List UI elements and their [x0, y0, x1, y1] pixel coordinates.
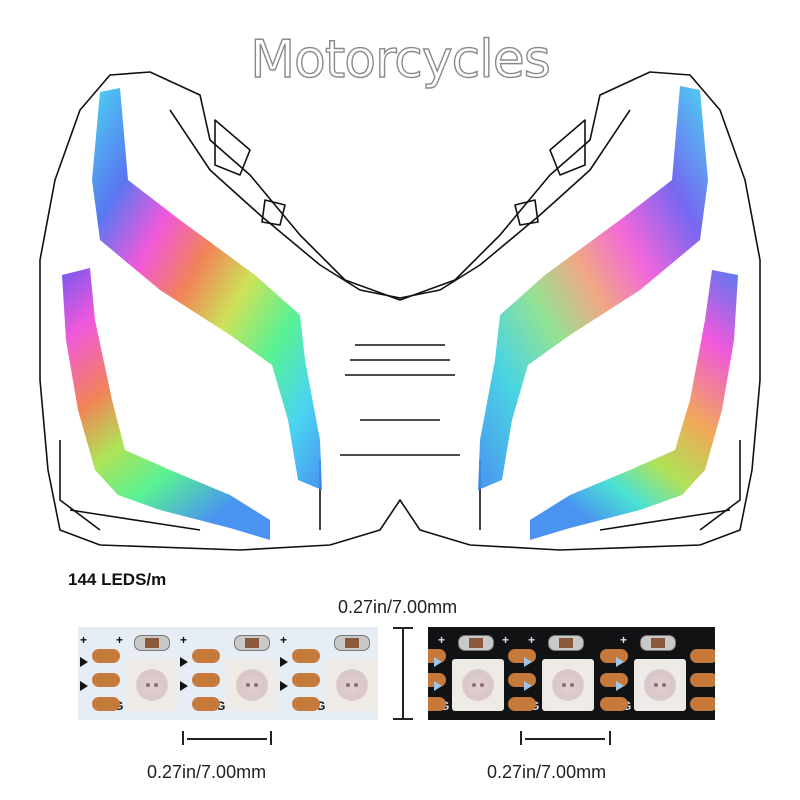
led-segment: + G	[600, 627, 700, 720]
led-chip-icon	[452, 659, 504, 711]
led-chip-icon	[126, 659, 178, 711]
dimension-line	[182, 731, 184, 745]
dimension-line	[520, 731, 522, 745]
motorcycle-fairing-illustration	[39, 71, 761, 551]
resistor-icon	[234, 635, 270, 651]
led-chip-icon	[226, 659, 278, 711]
dimension-line	[187, 738, 267, 740]
dimension-line	[402, 627, 404, 720]
led-density-label: 144 LEDS/m	[68, 570, 167, 589]
dimension-line	[525, 738, 605, 740]
resistor-icon	[548, 635, 584, 651]
white-led-strip: + + G + G + G	[78, 627, 378, 720]
led-chip-icon	[542, 659, 594, 711]
dimension-line	[609, 731, 611, 745]
white-strip-pitch-label: 0.27in/7.00mm	[147, 762, 267, 782]
led-segment: + G	[176, 627, 278, 720]
led-segment: + G	[276, 627, 378, 720]
led-chip-icon	[634, 659, 686, 711]
led-segment: + + G	[78, 627, 178, 720]
page-title: Motorcycles	[249, 29, 551, 90]
black-strip-pitch-label: 0.27in/7.00mm	[487, 762, 607, 782]
black-led-strip: + + G + G + G	[428, 627, 715, 720]
dimension-line	[270, 731, 272, 745]
strip-width-label: 0.27in/7.00mm	[338, 597, 458, 617]
led-segment: + G	[508, 627, 608, 720]
dimension-line	[393, 718, 413, 720]
resistor-icon	[334, 635, 370, 651]
resistor-icon	[458, 635, 494, 651]
resistor-icon	[640, 635, 676, 651]
resistor-icon	[134, 635, 170, 651]
led-chip-icon	[326, 659, 378, 711]
led-segment: + + G	[428, 627, 518, 720]
